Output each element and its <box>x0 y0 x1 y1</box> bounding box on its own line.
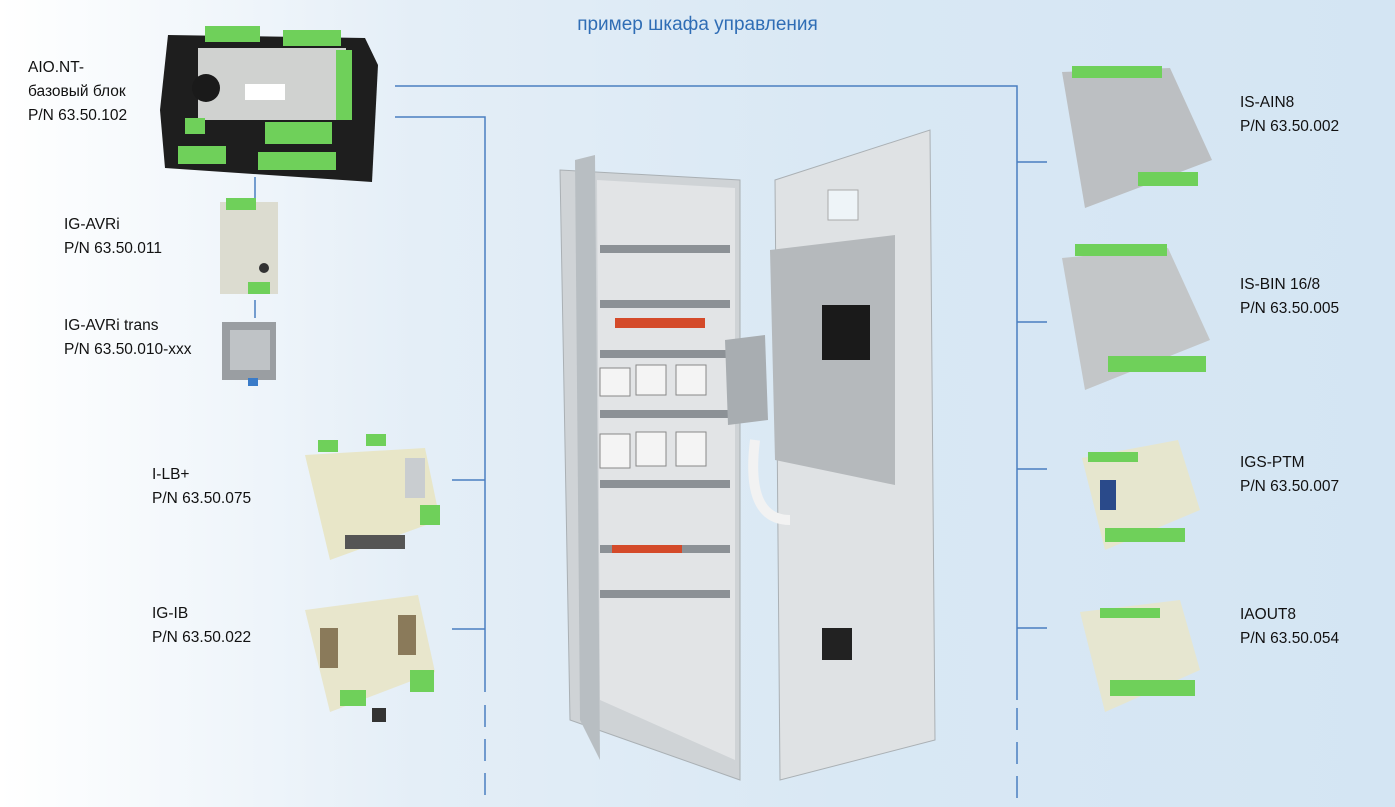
bus-line-left <box>395 116 486 692</box>
is-bin-device-image <box>1062 244 1210 390</box>
label-ig-avri: IG-AVRi P/N 63.50.011 <box>64 213 162 261</box>
label-aio-nt: AIO.NT- базовый блок P/N 63.50.102 <box>28 56 127 128</box>
is-ain8-device-image <box>1062 66 1212 208</box>
module-name: IGS-PTM <box>1240 454 1305 471</box>
module-part-number: P/N 63.50.102 <box>28 107 128 124</box>
bus-line-right <box>395 85 1018 700</box>
diagram-title: пример шкафа управления <box>577 14 818 35</box>
label-ig-avri-trans: IG-AVRi trans P/N 63.50.010-xxx <box>64 314 192 362</box>
module-part-number: P/N 63.50.007 <box>1240 478 1340 495</box>
igib-device-image <box>305 595 435 722</box>
label-ilb: I-LB+ P/N 63.50.075 <box>152 463 251 511</box>
ig-avri-device-image <box>220 198 278 294</box>
label-is-bin: IS-BIN 16/8 P/N 63.50.005 <box>1240 273 1339 321</box>
module-part-number: P/N 63.50.002 <box>1240 118 1340 135</box>
ilb-device-image <box>305 434 440 560</box>
module-name: IS-AIN8 <box>1240 94 1295 111</box>
module-name: IS-BIN 16/8 <box>1240 276 1321 293</box>
module-name: IG-AVRi <box>64 216 120 233</box>
module-part-number: P/N 63.50.011 <box>64 240 162 257</box>
aio-nt-device-image <box>160 26 378 182</box>
module-name: IAOUT8 <box>1240 606 1296 623</box>
label-iaout8: IAOUT8 P/N 63.50.054 <box>1240 603 1339 651</box>
module-part-number: P/N 63.50.054 <box>1240 630 1340 647</box>
control-cabinet-image <box>559 129 936 781</box>
module-part-number: P/N 63.50.010-xxx <box>64 341 192 358</box>
module-subtitle: базовый блок <box>28 83 126 100</box>
module-name: IG-IB <box>152 605 189 622</box>
module-name: AIO.NT- <box>28 59 84 76</box>
module-part-number: P/N 63.50.022 <box>152 629 252 646</box>
ig-avri-trans-device-image <box>222 322 276 386</box>
module-name: I-LB+ <box>152 466 190 483</box>
igs-ptm-device-image <box>1082 440 1200 550</box>
module-part-number: P/N 63.50.075 <box>152 490 252 507</box>
label-is-ain8: IS-AIN8 P/N 63.50.002 <box>1240 91 1339 139</box>
label-igs-ptm: IGS-PTM P/N 63.50.007 <box>1240 451 1339 499</box>
module-part-number: P/N 63.50.005 <box>1240 300 1340 317</box>
label-igib: IG-IB P/N 63.50.022 <box>152 602 251 650</box>
module-name: IG-AVRi trans <box>64 317 159 334</box>
iaout8-device-image <box>1080 600 1200 712</box>
